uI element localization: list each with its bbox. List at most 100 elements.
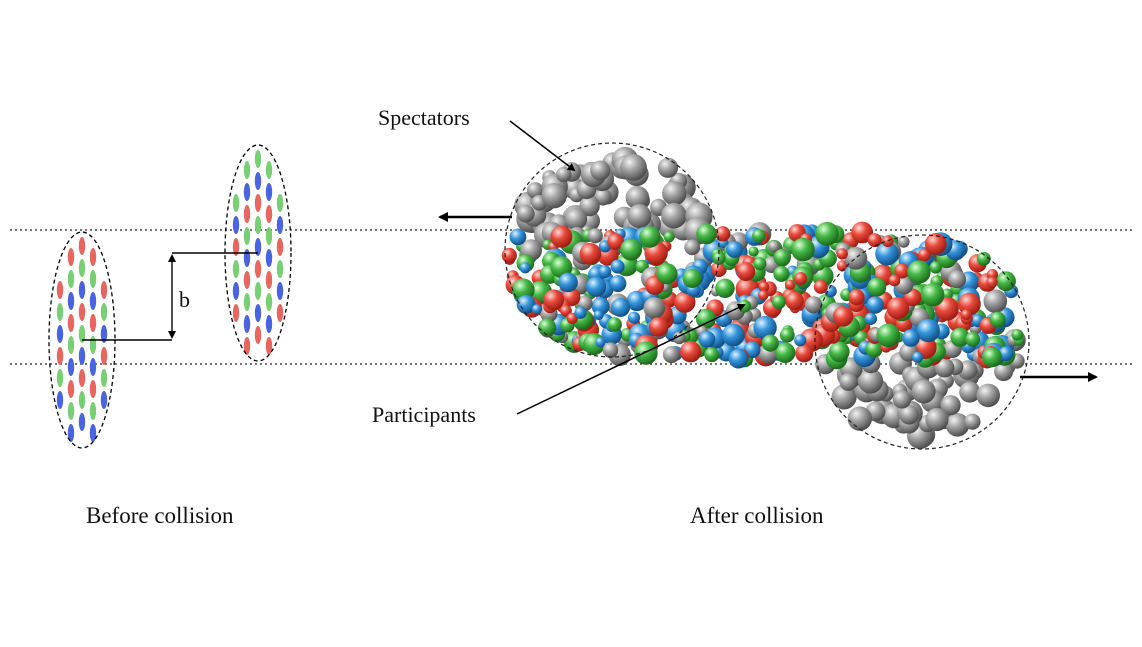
spectator-nucleon <box>911 379 936 404</box>
quark-dot <box>100 303 108 321</box>
participant-nucleon <box>752 229 766 243</box>
participant-nucleon <box>501 247 517 264</box>
quark-dot <box>265 183 273 201</box>
quark-dot <box>100 369 108 387</box>
quark-dot <box>56 347 64 365</box>
spectator-nucleon <box>940 395 961 416</box>
quark-dot <box>276 238 284 256</box>
participant-nucleon <box>682 268 702 288</box>
quark-dot <box>265 271 273 289</box>
quark-dot <box>78 259 86 277</box>
participant-nucleon <box>960 309 972 321</box>
participant-nucleon <box>1011 329 1024 341</box>
participant-nucleon <box>774 342 796 364</box>
participant-nucleon <box>558 272 578 293</box>
participant-nucleon <box>836 260 849 272</box>
participant-nucleon <box>867 277 887 297</box>
participant-nucleon <box>950 327 970 347</box>
participant-nucleon <box>924 233 947 255</box>
quark-dot <box>67 292 75 310</box>
participant-nucleon <box>748 246 759 257</box>
participant-nucleon <box>779 327 795 343</box>
spectator-nucleon <box>925 407 949 432</box>
quark-dot <box>254 304 262 322</box>
participant-nucleon <box>813 279 828 294</box>
participant-nucleon <box>611 298 630 317</box>
participant-nucleon <box>794 272 808 285</box>
spectator-nucleon <box>897 235 910 248</box>
quark-dot <box>78 369 86 387</box>
quark-dot <box>243 249 251 267</box>
participants-pointer <box>516 303 746 415</box>
participant-nucleon <box>639 226 661 248</box>
before-collision-caption: Before collision <box>86 503 234 528</box>
spectator-nucleon <box>556 166 572 183</box>
quark-dot <box>67 314 75 332</box>
participant-nucleon <box>866 296 884 314</box>
participant-nucleon <box>736 262 756 281</box>
spectator-nucleon <box>768 240 780 253</box>
quark-dot <box>78 303 86 321</box>
quark-dot <box>276 260 284 278</box>
spectator-nucleon <box>565 207 588 231</box>
spectators-upper <box>514 146 713 249</box>
participant-nucleon <box>609 275 627 293</box>
participant-nucleon <box>550 225 573 248</box>
participant-nucleon <box>894 263 910 279</box>
quark-dot <box>265 315 273 333</box>
participant-nucleon <box>593 310 604 321</box>
participant-nucleon <box>695 308 716 329</box>
spectators-label: Spectators <box>378 105 470 130</box>
quark-dot <box>78 347 86 365</box>
quark-dot <box>232 282 240 300</box>
quark-dot <box>232 194 240 212</box>
spectator-nucleon <box>804 296 823 314</box>
spectator-nucleon <box>684 239 701 256</box>
quark-dot <box>254 260 262 278</box>
left-nucleus-quarks <box>56 237 108 442</box>
participant-nucleon <box>867 233 882 248</box>
participant-nucleon <box>753 315 777 340</box>
quark-dot <box>67 424 75 442</box>
quark-dot <box>78 237 86 255</box>
spectator-nucleon <box>594 188 612 206</box>
spectator-nucleon <box>643 297 666 319</box>
spectator-nucleon <box>627 204 652 229</box>
participant-nucleon <box>531 304 543 315</box>
quark-dot <box>243 161 251 179</box>
participant-nucleon <box>773 265 790 282</box>
quark-dot <box>78 413 86 431</box>
quark-dot <box>243 227 251 245</box>
participant-nucleon <box>634 341 658 365</box>
quark-dot <box>78 391 86 409</box>
lower-nucleus-outline <box>814 234 1030 450</box>
quark-dot <box>67 248 75 266</box>
participant-nucleon <box>888 274 901 287</box>
participant-nucleon <box>538 318 557 337</box>
participant-nucleon <box>715 278 735 298</box>
spectator-nucleon <box>892 390 912 409</box>
participant-nucleon <box>921 283 945 307</box>
participant-nucleon <box>836 248 848 260</box>
spectator-nucleon <box>948 270 967 289</box>
participant-nucleon <box>726 241 743 258</box>
participant-nucleon <box>648 317 669 337</box>
quark-dot <box>276 304 284 322</box>
participant-nucleon <box>794 334 807 347</box>
spectator-nucleon <box>976 383 1000 408</box>
participant-nucleon <box>771 295 786 310</box>
quark-dot <box>265 161 273 179</box>
participant-nucleon <box>509 228 527 246</box>
participant-nucleon <box>907 260 931 284</box>
participant-nucleon <box>996 271 1016 292</box>
participant-nucleon <box>965 332 981 347</box>
quark-dot <box>254 194 262 212</box>
quark-dot <box>243 205 251 223</box>
quark-dot <box>89 402 97 420</box>
participant-nucleon <box>875 242 899 266</box>
quark-dot <box>100 347 108 365</box>
quark-dot <box>232 260 240 278</box>
participant-nucleon <box>696 223 717 245</box>
participant-nucleon <box>610 259 625 274</box>
